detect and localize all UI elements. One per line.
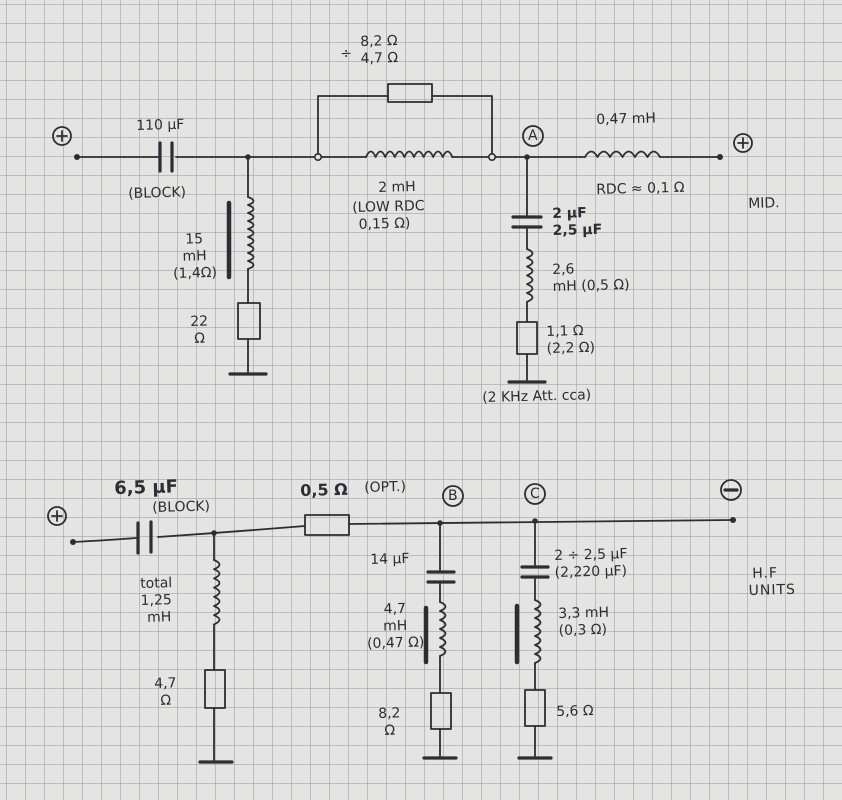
mid-series-coil-2mh xyxy=(365,150,454,158)
mid-coil-2mh-note-line2: 0,15 Ω) xyxy=(358,215,411,233)
hf-c-res-value: 5,6 Ω xyxy=(556,703,594,720)
mid-bypass-res-low: 4,7 Ω xyxy=(360,50,399,67)
mid-coil-2mh-note: (LOW RDC 0,15 Ω) xyxy=(352,198,425,234)
hf-c-cap-label: 2 ÷ 2,5 µF (2,220 µF) xyxy=(554,546,628,582)
mid-trap-res-line2: (2,2 Ω) xyxy=(546,339,596,357)
hf-output-terminal xyxy=(720,479,742,523)
hf-c-cap-line1: 2 ÷ 2,5 µF xyxy=(554,546,628,564)
hf-shunt-coil-line3: mH xyxy=(146,609,172,626)
hf-series-res-note: (OPT.) xyxy=(364,478,407,496)
mid-series-capacitor xyxy=(158,141,174,173)
hf-b-res-line1: 8,2 xyxy=(378,705,401,722)
node-c-label: C xyxy=(530,486,540,502)
mid-shunt-coil-line3: (1,4Ω) xyxy=(172,264,218,282)
mid-shunt-coil-line2: mH xyxy=(182,248,207,265)
hf-shunt-res-label: 4,7 Ω xyxy=(154,675,177,710)
mid-trap-branch xyxy=(507,154,547,384)
hf-branch-b xyxy=(422,520,458,760)
mid-coil-2mh-value: 2 mH xyxy=(378,179,416,196)
mid-shunt-coil-line1: 15 xyxy=(185,231,204,248)
node-a-marker xyxy=(522,125,544,147)
hf-b-coil-label: 4,7 mH (0,47 Ω) xyxy=(366,601,425,653)
mid-bypass-res-high: 8,2 Ω xyxy=(360,33,398,50)
hf-c-coil-label: 3,3 mH (0,3 Ω) xyxy=(558,605,610,640)
hf-c-coil-line1: 3,3 mH xyxy=(558,604,610,622)
mid-bypass-res-label: 8,2 Ω 4,7 Ω xyxy=(360,33,398,68)
hf-b-coil-line3: (0,47 Ω) xyxy=(366,634,425,652)
hf-b-coil-line1: 4,7 xyxy=(383,600,407,618)
hf-shunt-branch xyxy=(198,530,234,764)
hf-b-res-line2: Ω xyxy=(384,722,396,739)
mid-series-cap-value: 110 µF xyxy=(136,116,185,134)
mid-trap-coil-line1: 2,6 xyxy=(552,261,575,278)
mid-bypass-res-prefix: ÷ xyxy=(340,45,353,62)
hf-b-cap-value: 14 µF xyxy=(370,550,410,568)
mid-trap-res-label: 1,1 Ω (2,2 Ω) xyxy=(546,323,595,358)
mid-trap-coil-line2: mH (0,5 Ω) xyxy=(552,276,630,295)
hf-series-cap-note: (BLOCK) xyxy=(152,498,211,516)
hf-b-res-label: 8,2 Ω xyxy=(378,705,401,740)
hf-series-cap-value: 6,5 µF xyxy=(113,476,179,499)
mid-trap-coil-label: 2,6 mH (0,5 Ω) xyxy=(552,260,630,296)
node-b-label: B xyxy=(448,488,458,504)
mid-shunt-res-line2: Ω xyxy=(194,330,206,347)
mid-trap-cap-label: 2 µF 2,5 µF xyxy=(552,205,602,240)
hf-shunt-coil-line1: total xyxy=(140,575,173,592)
mid-input-terminal xyxy=(52,126,80,160)
node-a-label: A xyxy=(528,128,538,144)
hf-input-terminal xyxy=(47,506,76,545)
hf-c-cap-line2: (2,220 µF) xyxy=(554,563,628,581)
hf-unit-label: H.F UNITS xyxy=(748,565,796,600)
mid-shunt-branch xyxy=(226,154,268,376)
mid-shunt-coil-label: 15 mH (1,4Ω) xyxy=(172,231,217,283)
hf-shunt-res-line2: Ω xyxy=(160,692,172,709)
hf-unit-label-line1: H.F xyxy=(751,565,779,582)
mid-coil-2mh-note-line1: (LOW RDC xyxy=(352,198,425,216)
mid-trap-cap-line2: 2,5 µF xyxy=(552,221,603,239)
mid-trap-res-line1: 1,1 Ω xyxy=(546,323,584,340)
hf-series-resistor xyxy=(304,514,350,536)
hf-unit-label-line2: UNITS xyxy=(748,581,797,599)
hf-shunt-res-line1: 4,7 xyxy=(154,675,177,692)
mid-shunt-res-line1: 22 xyxy=(190,313,209,330)
mid-coil-047-value: 0,47 mH xyxy=(596,110,657,128)
mid-unit-label: MID. xyxy=(748,195,780,212)
hf-branch-c xyxy=(514,518,553,760)
hf-series-res-value: 0,5 Ω xyxy=(299,479,348,500)
mid-shunt-res-label: 22 Ω xyxy=(190,314,209,348)
hf-b-coil-line2: mH xyxy=(382,617,408,635)
mid-bypass-resistor xyxy=(313,83,496,162)
hf-c-coil-line2: (0,3 Ω) xyxy=(558,621,608,639)
mid-series-coil-047 xyxy=(584,150,661,158)
hf-shunt-coil-line2: 1,25 xyxy=(140,592,173,609)
node-b-marker xyxy=(442,485,464,507)
mid-output-terminal xyxy=(717,133,753,160)
node-c-marker xyxy=(524,483,546,505)
mid-coil-047-rdc: RDC ≈ 0,1 Ω xyxy=(596,179,685,198)
hf-series-capacitor xyxy=(136,520,153,555)
hf-shunt-coil-label: total 1,25 mH xyxy=(140,575,173,627)
mid-trap-cap-line1: 2 µF xyxy=(552,205,587,222)
mid-trap-note: (2 KHz Att. cca) xyxy=(482,387,592,406)
hf-main-wire xyxy=(72,519,734,543)
mid-series-cap-note: (BLOCK) xyxy=(128,184,187,202)
